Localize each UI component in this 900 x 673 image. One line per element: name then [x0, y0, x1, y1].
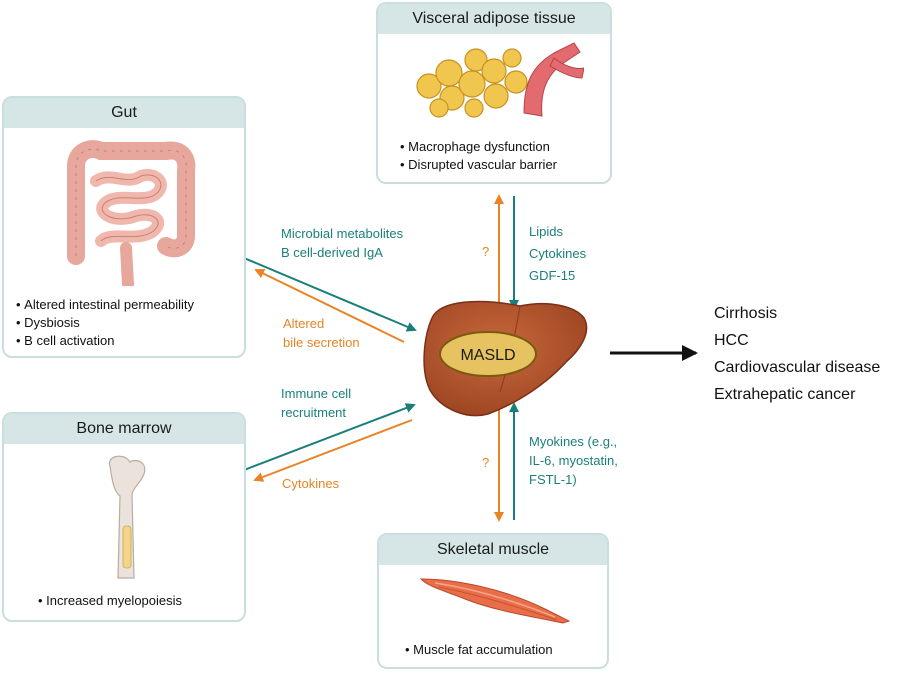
label-line: Microbial metabolites [281, 226, 404, 241]
label-line: Myokines (e.g., [529, 434, 618, 449]
label-line: Cytokines [529, 246, 587, 261]
bullet-item: Disrupted vascular barrier [400, 156, 557, 174]
outcomes-list: Cirrhosis HCC Cardiovascular disease Ext… [714, 300, 880, 408]
panel-bone-marrow: Bone marrow Increased myelopoiesis [2, 412, 246, 622]
bullet-item: Dysbiosis [16, 314, 194, 332]
intestine-illustration [67, 140, 196, 286]
masld-label: MASLD [460, 347, 515, 364]
muscle-bullets: Muscle fat accumulation [405, 641, 552, 659]
adipose-illustration [416, 42, 584, 118]
label-liver-to-gut: Altered bile secretion [283, 314, 360, 352]
label-line: recruitment [281, 405, 347, 420]
panel-title: Bone marrow [4, 414, 244, 444]
label-line: GDF-15 [529, 268, 576, 283]
label-liver-to-visceral: ? [482, 242, 489, 261]
panel-title: Visceral adipose tissue [378, 4, 610, 34]
panel-visceral-adipose: Visceral adipose tissue Macrophage dysfu… [376, 2, 612, 184]
bullet-item: Macrophage dysfunction [400, 138, 557, 156]
bullet-item: Altered intestinal permeability [16, 296, 194, 314]
label-line: FSTL-1) [529, 472, 577, 487]
label-line: Lipids [529, 224, 563, 239]
label-gut-to-liver: Microbial metabolites B cell-derived IgA [281, 224, 403, 262]
bone-bullets: Increased myelopoiesis [38, 592, 182, 610]
label-line: B cell-derived IgA [281, 245, 383, 260]
label-muscle-to-liver: Myokines (e.g., IL-6, myostatin, FSTL-1) [529, 432, 618, 489]
label-line: ? [482, 244, 490, 259]
label-line: bile secretion [283, 335, 360, 350]
label-visceral-to-liver: Lipids Cytokines GDF-15 [529, 221, 586, 287]
outcome-item: Cirrhosis [714, 305, 778, 322]
panel-gut: Gut Altered intestinal permeability Dysb… [2, 96, 246, 358]
label-line: ? [482, 455, 490, 470]
muscle-illustration [419, 578, 571, 624]
outcome-item: Extrahepatic cancer [714, 386, 856, 403]
outcome-item: HCC [714, 332, 749, 349]
arrow-liver-to-bone [253, 419, 413, 482]
label-liver-to-bone: Cytokines [282, 474, 339, 493]
label-liver-to-muscle: ? [482, 453, 489, 472]
label-line: Immune cell [281, 386, 352, 401]
arrow-gut-to-liver [243, 257, 417, 332]
panel-title: Skeletal muscle [379, 535, 607, 565]
bullet-item: Muscle fat accumulation [405, 641, 552, 659]
arrow-bone-to-liver [243, 403, 416, 471]
label-line: IL-6, myostatin, [529, 453, 618, 468]
outcome-item: Cardiovascular disease [714, 359, 881, 376]
panel-skeletal-muscle: Skeletal muscle Muscle fat accumulation [377, 533, 609, 669]
visceral-bullets: Macrophage dysfunction Disrupted vascula… [400, 138, 557, 174]
bone-illustration [108, 455, 146, 579]
masld-oval [439, 331, 537, 377]
label-line: Cytokines [282, 476, 340, 491]
bullet-item: Increased myelopoiesis [38, 592, 182, 610]
arrow-liver-to-gut [254, 269, 405, 343]
label-line: Altered [283, 316, 325, 331]
gut-bullets: Altered intestinal permeability Dysbiosi… [16, 296, 194, 350]
bullet-item: B cell activation [16, 332, 194, 350]
label-bone-to-liver: Immune cell recruitment [281, 384, 351, 422]
panel-title: Gut [4, 98, 244, 128]
